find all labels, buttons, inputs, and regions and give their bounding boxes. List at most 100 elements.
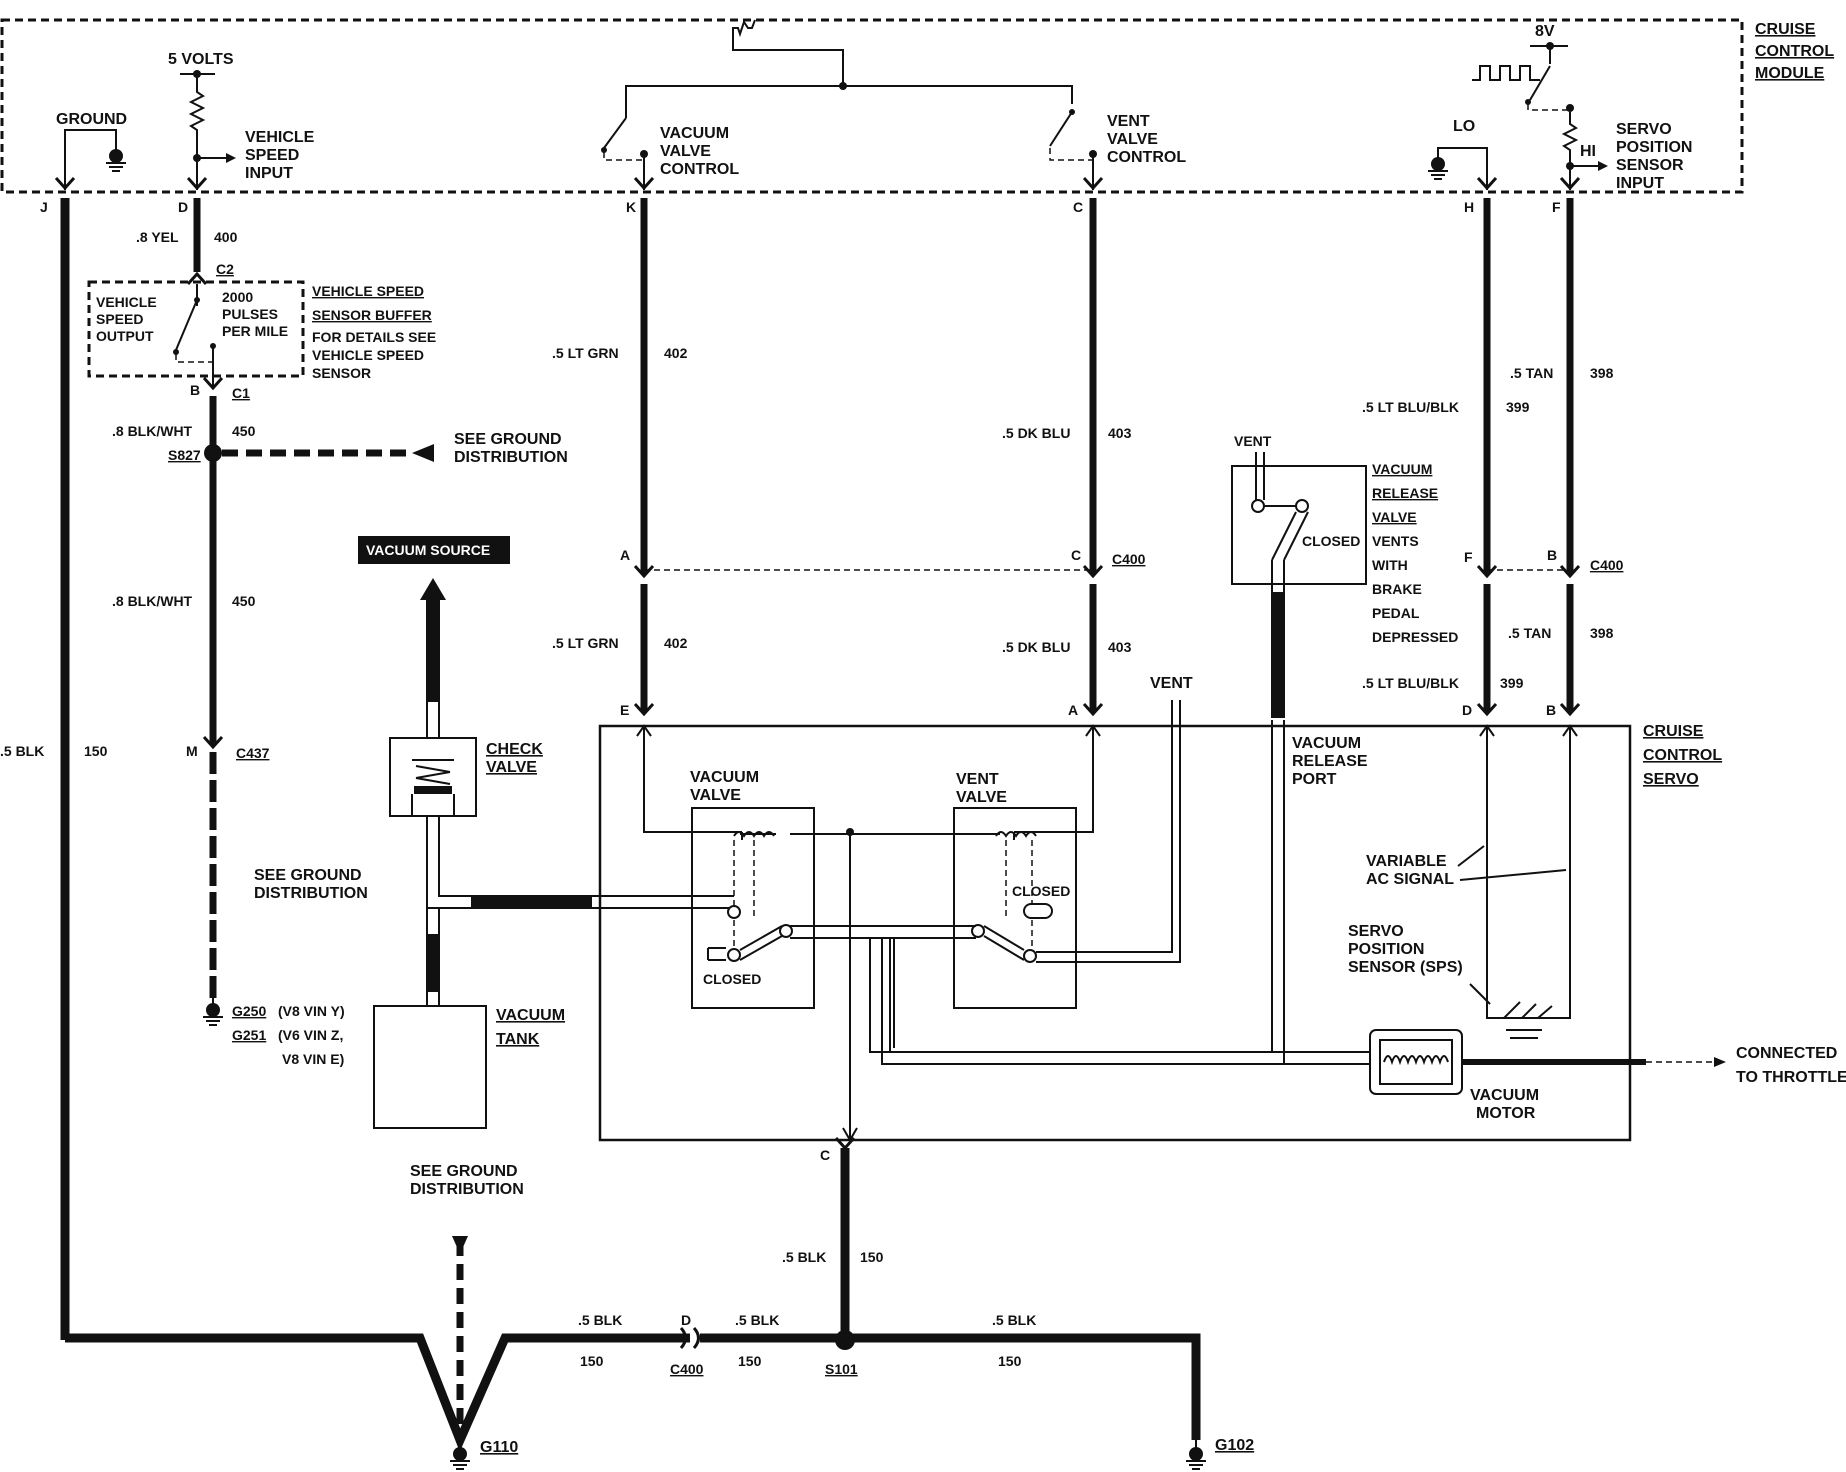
- sps-label-2: POSITION: [1348, 941, 1424, 958]
- sps-pointer: [1469, 983, 1491, 1005]
- closed-1: CLOSED: [703, 971, 761, 987]
- w398b-circuit: 398: [1590, 625, 1614, 641]
- vvc-label-3: CONTROL: [660, 161, 739, 178]
- w398b-gauge: .5 TAN: [1508, 625, 1551, 641]
- c437-label: C437: [236, 745, 270, 761]
- release-valve-plunger: [1271, 511, 1309, 561]
- s827-splice: [204, 444, 222, 462]
- buffer-switch-pivot: [173, 349, 179, 355]
- ws101-circuit: 150: [860, 1249, 884, 1265]
- w399b-circuit: 399: [1500, 675, 1524, 691]
- throttle-label-1: CONNECTED: [1736, 1045, 1837, 1062]
- g110-feed-arrow: [452, 1236, 468, 1254]
- w399a-circuit: 399: [1506, 399, 1530, 415]
- vacuum-motor-label-2: MOTOR: [1476, 1105, 1536, 1122]
- wbotb-gauge: .5 BLK: [735, 1312, 779, 1328]
- vvc-switch-pivot: [601, 147, 607, 153]
- pin-f: F: [1552, 199, 1561, 215]
- vacuum-source-label: VACUUM SOURCE: [366, 542, 490, 558]
- w402a-gauge: .5 LT GRN: [552, 345, 619, 361]
- vacuum-valve-label-1: VACUUM: [690, 769, 759, 786]
- vrp-label-3: PORT: [1292, 771, 1337, 788]
- vvc-dashed: [603, 152, 644, 161]
- vtc-label-3: CONTROL: [1107, 149, 1186, 166]
- see-ground-1-line2: DISTRIBUTION: [454, 449, 568, 466]
- buffer-note-2: VEHICLE SPEED: [312, 347, 424, 363]
- pin-c4: C: [820, 1147, 830, 1163]
- closed-2: CLOSED: [1012, 883, 1070, 899]
- pin-j: J: [40, 199, 48, 215]
- vrp-label-2: RELEASE: [1292, 753, 1368, 770]
- vsi-label-3: INPUT: [245, 165, 293, 182]
- vtc-switch-pivot: [1069, 109, 1075, 115]
- vsi-arrow-icon: [226, 153, 236, 163]
- w398a-circuit: 398: [1590, 365, 1614, 381]
- w403a-gauge: .5 DK BLU: [1002, 425, 1070, 441]
- vtc-dashed: [1049, 148, 1093, 161]
- g110-ground-icon: [449, 1439, 471, 1470]
- spsi-label-4: INPUT: [1616, 175, 1664, 192]
- pin-c2: C: [1071, 547, 1081, 563]
- pin-b3: B: [1547, 547, 1557, 563]
- g102-ground-icon: [1185, 1439, 1207, 1470]
- w150-gauge: .5 BLK: [0, 743, 44, 759]
- vent-tube: [1036, 700, 1181, 963]
- pin-b: B: [190, 382, 200, 398]
- g251-note-1: (V6 VIN Z,: [278, 1027, 343, 1043]
- five-volts-label: 5 VOLTS: [168, 51, 234, 68]
- vtc-label-2: VALVE: [1107, 131, 1158, 148]
- vac-signal-pointer-1: [1457, 845, 1485, 867]
- vent-valve-plunger: [1005, 840, 1033, 948]
- check-valve-label-2: VALVE: [486, 759, 537, 776]
- w450b-circuit: 450: [232, 593, 256, 609]
- w402a-circuit: 402: [664, 345, 688, 361]
- vent-label-2: VENT: [1150, 675, 1193, 692]
- s827-label: S827: [168, 447, 201, 463]
- see-ground-3-line2: DISTRIBUTION: [410, 1181, 524, 1198]
- vtc-switch-blade: [1049, 111, 1073, 147]
- throttle-label-2: TO THROTTLE: [1736, 1069, 1846, 1086]
- wire-150-right: [700, 1333, 1201, 1440]
- vent-valve-link: [983, 925, 1025, 961]
- vrv-label-4: VENTS: [1372, 533, 1419, 549]
- sps-arrow-icon: [1598, 161, 1608, 171]
- w400-circuit: 400: [214, 229, 238, 245]
- vacuum-valve-port-top: [727, 905, 741, 919]
- vent-label-1: VENT: [1234, 433, 1272, 449]
- ws101-gauge: .5 BLK: [782, 1249, 826, 1265]
- vacuum-valve-label-2: VALVE: [690, 787, 741, 804]
- eight-v-label: 8V: [1535, 23, 1555, 40]
- buffer-out-2: SPEED: [96, 311, 143, 327]
- module-title-2: CONTROL: [1755, 43, 1834, 60]
- vent-valve-port-link: [971, 924, 985, 938]
- buffer-dashed: [175, 354, 213, 363]
- module-title-1: CRUISE: [1755, 21, 1816, 38]
- release-valve-body: [1231, 465, 1367, 585]
- vacuum-valve-port-bottom: [727, 948, 741, 962]
- w399b-gauge: .5 LT BLU/BLK: [1362, 675, 1459, 691]
- w450a-circuit: 450: [232, 423, 256, 439]
- spsi-label-2: POSITION: [1616, 139, 1692, 156]
- vacuum-solenoid-feed: [643, 728, 742, 833]
- vent-solenoid-feed: [1014, 728, 1094, 833]
- module-top-link: [732, 38, 844, 86]
- vacuum-valve-coil-icon: [733, 831, 775, 838]
- vrv-label-3: VALVE: [1372, 509, 1417, 525]
- vacuum-valve-port-link: [779, 924, 793, 938]
- vrv-label-6: BRAKE: [1372, 581, 1422, 597]
- hi-label: HI: [1580, 143, 1596, 160]
- w150-circuit: 150: [84, 743, 108, 759]
- vsi-label-1: VEHICLE: [245, 129, 315, 146]
- buffer-out-1: VEHICLE: [96, 294, 157, 310]
- w400-gauge: .8 YEL: [136, 229, 179, 245]
- servo-title-3: SERVO: [1643, 771, 1699, 788]
- check-valve-body: [389, 737, 477, 817]
- vrv-label-2: RELEASE: [1372, 485, 1438, 501]
- common-ground-arrow: [842, 1127, 858, 1142]
- vrp-label-1: VACUUM: [1292, 735, 1361, 752]
- sps-contact: [1566, 104, 1574, 112]
- vacuum-motor-label-1: VACUUM: [1470, 1087, 1539, 1104]
- c2-fork: [186, 271, 208, 286]
- sps-resistor: [1561, 112, 1579, 190]
